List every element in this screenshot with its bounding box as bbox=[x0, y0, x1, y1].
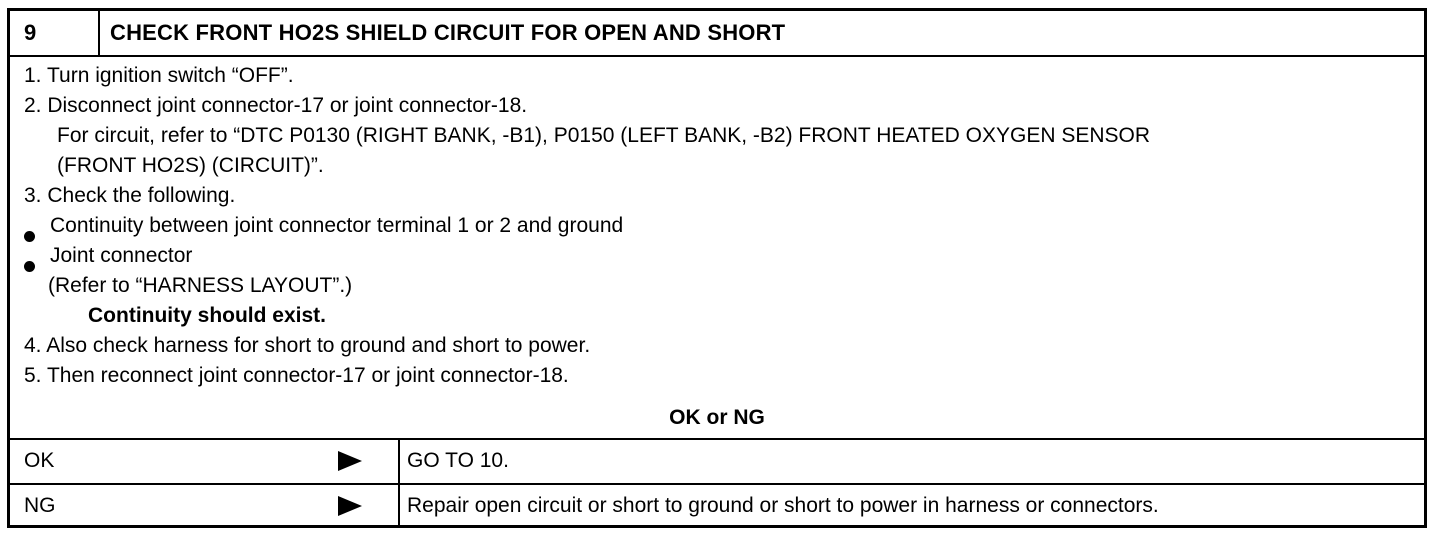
step-title: CHECK FRONT HO2S SHIELD CIRCUIT FOR OPEN… bbox=[110, 20, 786, 45]
bullet-icon bbox=[24, 231, 35, 242]
step-number: 9 bbox=[10, 11, 100, 55]
bullet-icon bbox=[24, 261, 35, 272]
column-divider bbox=[398, 440, 400, 483]
arrow-right-icon bbox=[338, 451, 362, 471]
procedure-line: 2. Disconnect joint connector-17 or join… bbox=[24, 94, 528, 117]
result-action: Repair open circuit or short to ground o… bbox=[407, 494, 1159, 517]
result-action: GO TO 10. bbox=[407, 449, 509, 472]
procedure-body: 1. Turn ignition switch “OFF”. 2. Discon… bbox=[10, 57, 1424, 443]
procedure-line: (FRONT HO2S) (CIRCUIT)”. bbox=[57, 154, 324, 177]
result-row-ok: OK GO TO 10. bbox=[10, 438, 1424, 483]
procedure-line: 4. Also check harness for short to groun… bbox=[24, 334, 591, 357]
procedure-line: 1. Turn ignition switch “OFF”. bbox=[24, 64, 294, 87]
expected-result: Continuity should exist. bbox=[88, 304, 327, 327]
column-divider bbox=[398, 485, 400, 528]
result-label: OK bbox=[24, 449, 55, 472]
procedure-line: 5. Then reconnect joint connector-17 or … bbox=[24, 364, 569, 387]
arrow-right-icon bbox=[338, 496, 362, 516]
result-row-ng: NG Repair open circuit or short to groun… bbox=[10, 483, 1424, 528]
diagnostic-step-table: 9 CHECK FRONT HO2S SHIELD CIRCUIT FOR OP… bbox=[7, 8, 1427, 528]
step-header: 9 CHECK FRONT HO2S SHIELD CIRCUIT FOR OP… bbox=[10, 11, 1424, 57]
procedure-line: For circuit, refer to “DTC P0130 (RIGHT … bbox=[57, 124, 1151, 147]
result-label: NG bbox=[24, 494, 56, 517]
procedure-line: (Refer to “HARNESS LAYOUT”.) bbox=[48, 274, 353, 297]
procedure-line: Continuity between joint connector termi… bbox=[50, 214, 624, 237]
procedure-line: 3. Check the following. bbox=[24, 184, 236, 207]
decision-prompt: OK or NG bbox=[669, 406, 765, 429]
procedure-line: Joint connector bbox=[50, 244, 193, 267]
